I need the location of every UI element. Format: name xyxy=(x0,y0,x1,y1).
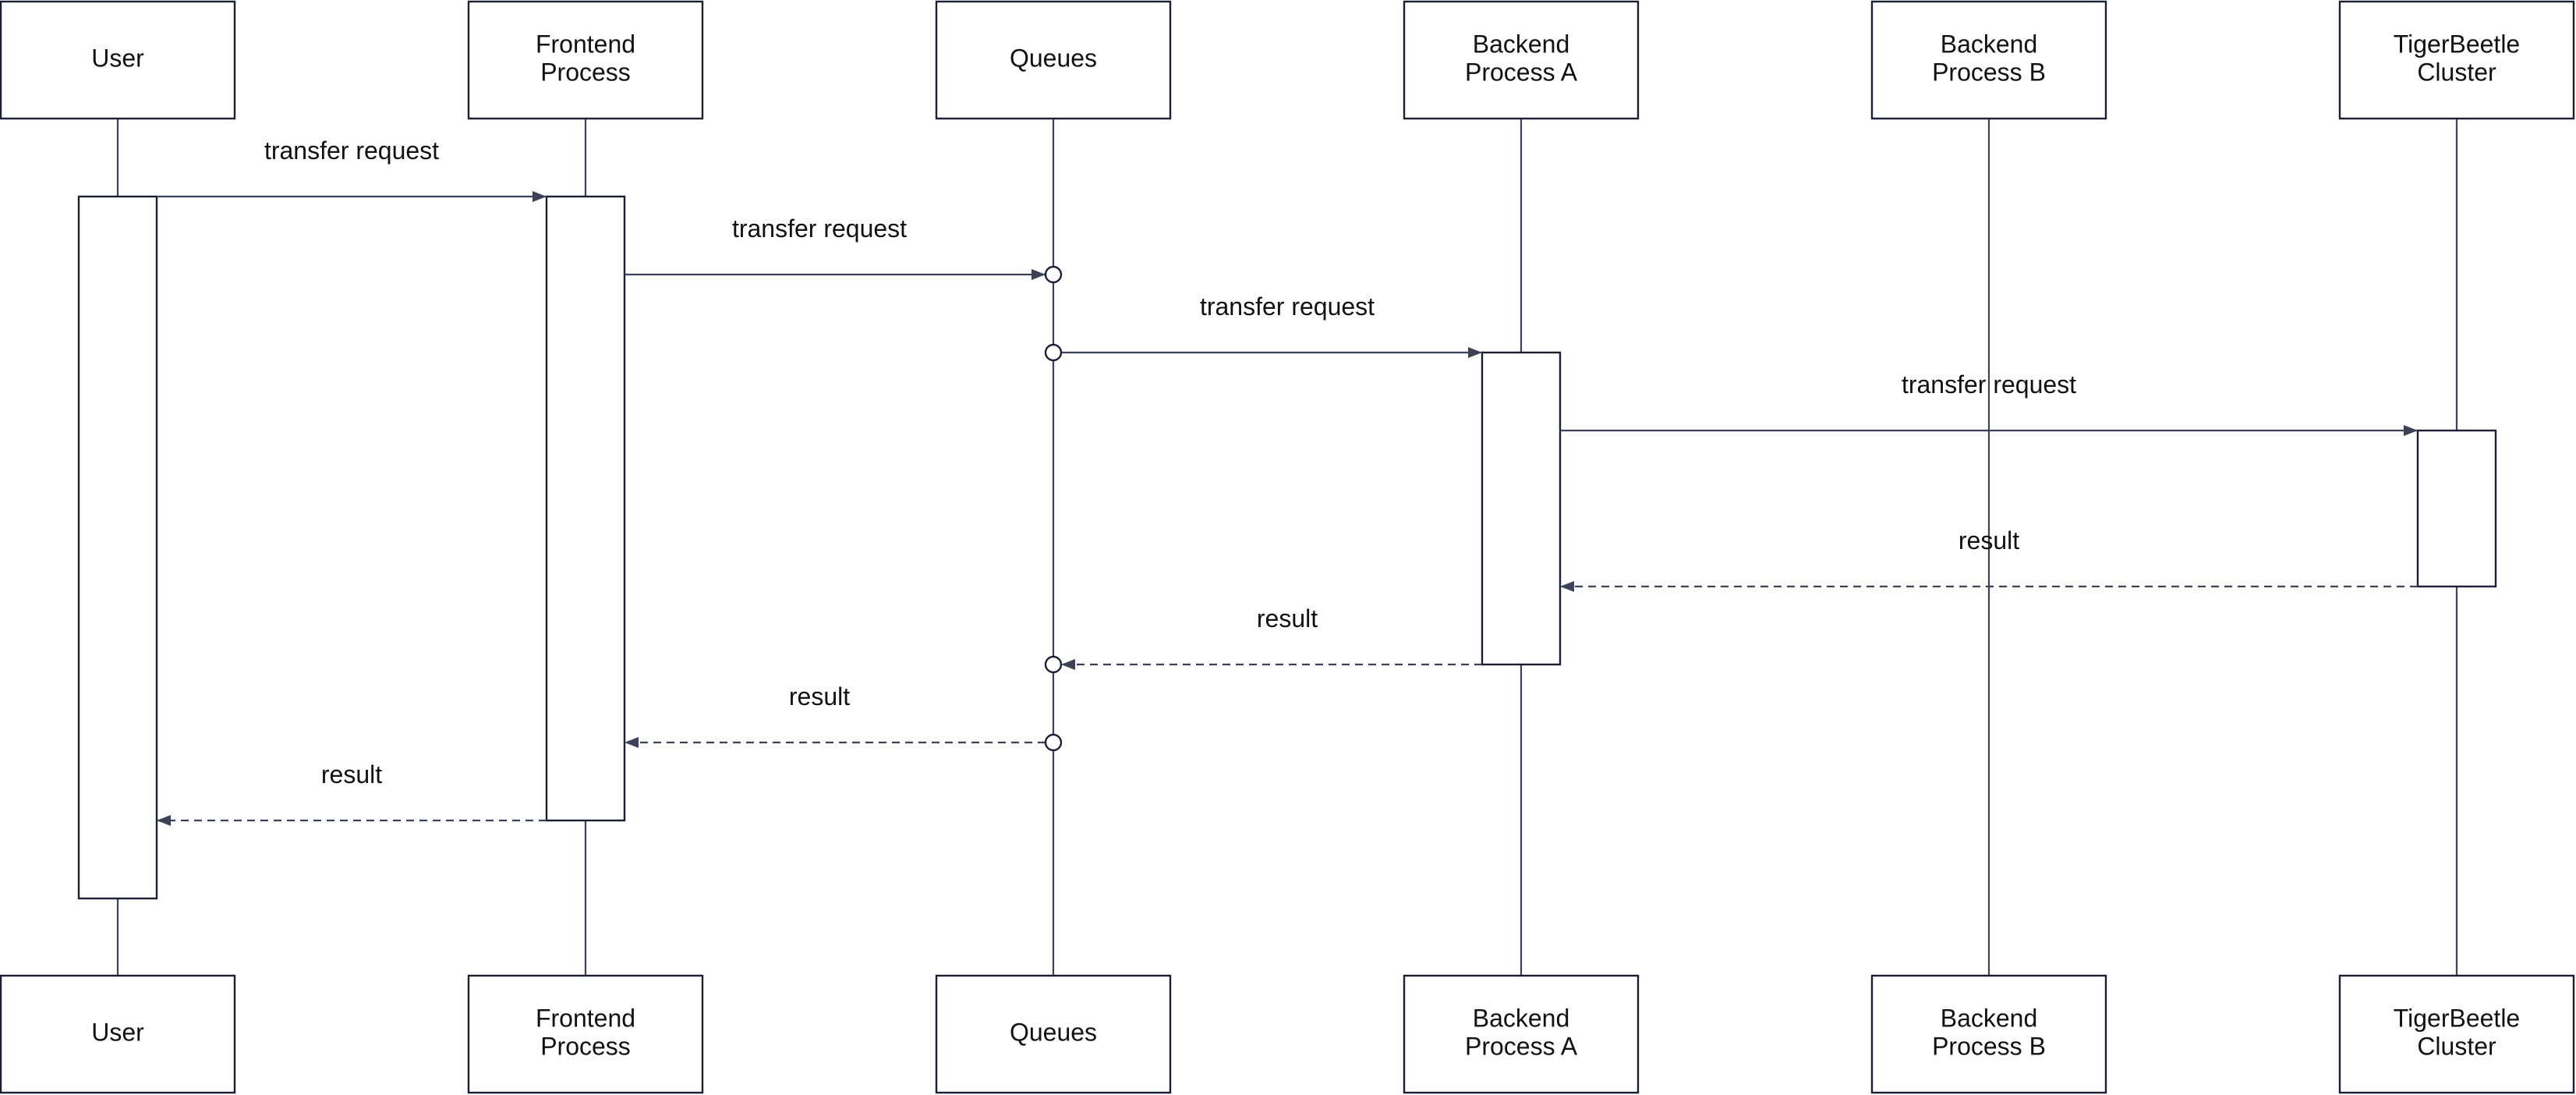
participant-label: Cluster xyxy=(2417,58,2496,86)
participant-label: Process B xyxy=(1932,1032,2046,1060)
message-label: result xyxy=(789,682,850,711)
participant-top-user: User xyxy=(0,0,236,120)
queue-endpoint xyxy=(1044,265,1063,284)
participant-label: Queues xyxy=(1010,44,1097,72)
participant-box xyxy=(467,0,704,120)
message-2: transfer request xyxy=(625,214,1063,284)
arrow-head xyxy=(625,737,639,748)
message-5: result xyxy=(1560,526,2418,592)
message-8: result xyxy=(157,760,547,826)
participant-box xyxy=(0,0,236,120)
arrow-head xyxy=(157,815,171,826)
arrow-head xyxy=(533,191,547,202)
participant-label: Backend xyxy=(1473,1004,1570,1032)
lifelines xyxy=(116,119,2458,976)
participant-box xyxy=(1870,0,2107,120)
message-4: transfer request xyxy=(1560,370,2418,436)
message-6: result xyxy=(1044,604,1482,674)
participant-box xyxy=(1403,974,1640,1094)
arrow-head xyxy=(1468,347,1482,358)
arrow-head xyxy=(1560,581,1574,592)
message-label: transfer request xyxy=(1902,370,2076,399)
participant-box xyxy=(2338,974,2575,1094)
participant-label: Frontend xyxy=(536,30,635,58)
participant-label: TigerBeetle xyxy=(2394,30,2520,58)
activation-bar-frontend xyxy=(545,195,626,822)
participant-box xyxy=(1403,0,1640,120)
arrow-head xyxy=(2404,425,2418,436)
participant-box xyxy=(1870,974,2107,1094)
queue-endpoint xyxy=(1044,655,1063,674)
participant-bottom-user: User xyxy=(0,974,236,1094)
participant-top-queues: Queues xyxy=(935,0,1172,120)
message-label: transfer request xyxy=(732,214,907,243)
message-label: transfer request xyxy=(1200,292,1375,321)
activation-bar-tigerbeetle xyxy=(2416,429,2497,588)
message-label: result xyxy=(1257,604,1318,633)
participant-label: Process A xyxy=(1465,1032,1578,1060)
message-label: transfer request xyxy=(264,136,439,165)
participant-label: Backend xyxy=(1941,30,2038,58)
participant-label: Frontend xyxy=(536,1004,635,1032)
queue-endpoint xyxy=(1044,733,1063,752)
activation-bar-user xyxy=(77,195,158,900)
message-label: result xyxy=(1959,526,2019,555)
participant-label: Process xyxy=(540,1032,631,1060)
participant-label: Cluster xyxy=(2417,1032,2496,1060)
messages: transfer request transfer request transfer… xyxy=(157,136,2418,826)
participant-label: Process B xyxy=(1932,58,2046,86)
participant-label: Process xyxy=(540,58,631,86)
participant-label: TigerBeetle xyxy=(2394,1004,2520,1032)
participant-box xyxy=(935,974,1172,1094)
arrow-head xyxy=(1031,269,1046,280)
queue-endpoint xyxy=(1044,343,1063,362)
arrow-head xyxy=(1061,659,1075,670)
activation-bars xyxy=(77,195,2497,900)
participant-label: Queues xyxy=(1010,1018,1097,1046)
participant-label: Process A xyxy=(1465,58,1578,86)
message-3: transfer request xyxy=(1044,292,1482,362)
message-7: result xyxy=(625,682,1063,752)
participant-label: User xyxy=(91,44,144,72)
participant-box xyxy=(935,0,1172,120)
participant-box xyxy=(0,974,236,1094)
participant-box xyxy=(467,974,704,1094)
message-label: result xyxy=(321,760,382,788)
participant-bottom-queues: Queues xyxy=(935,974,1172,1094)
participant-label: Backend xyxy=(1473,30,1570,58)
activation-bar-backend-a xyxy=(1481,351,1562,666)
participant-label: User xyxy=(91,1018,144,1046)
message-1: transfer request xyxy=(157,136,547,202)
participant-label: Backend xyxy=(1941,1004,2038,1032)
participant-box xyxy=(2338,0,2575,120)
